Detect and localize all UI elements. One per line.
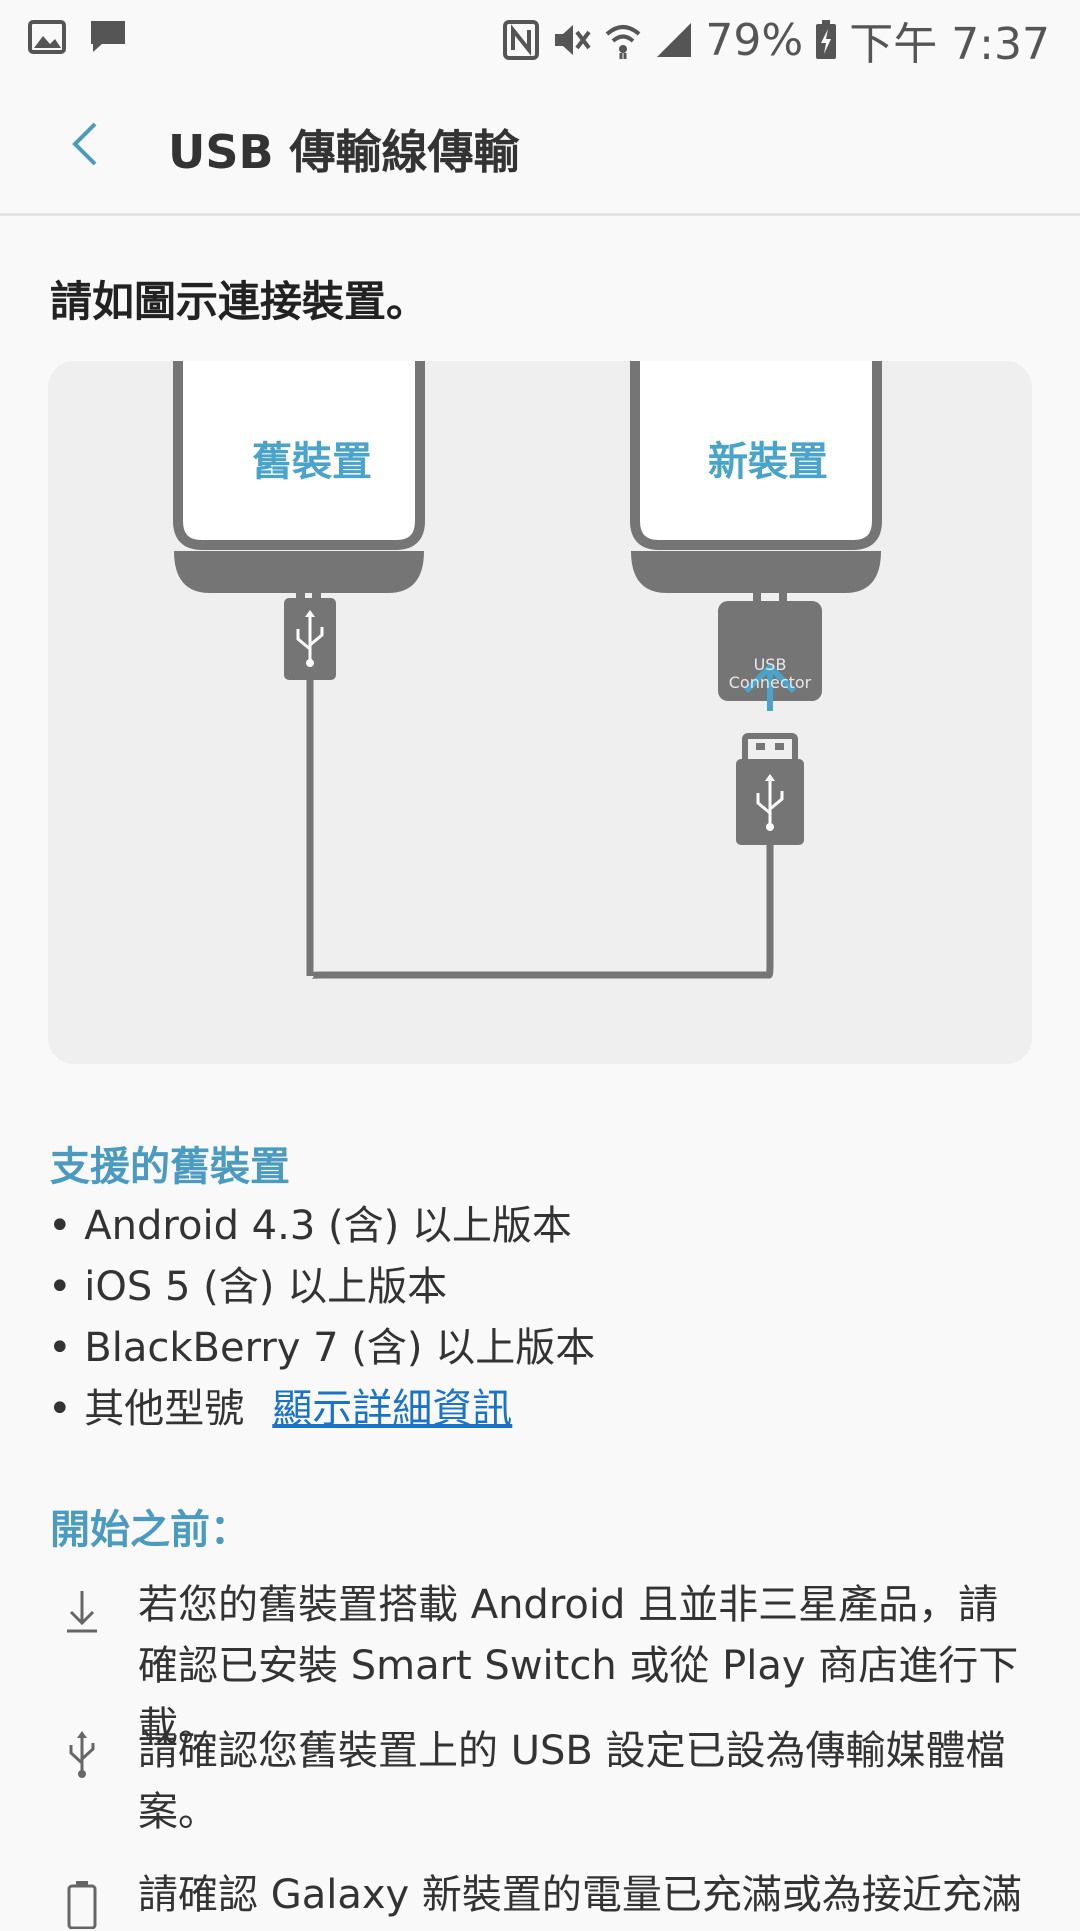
list-item: • BlackBerry 7 (含) 以上版本: [48, 1325, 596, 1371]
supported-devices-title: 支援的舊裝置: [50, 1144, 290, 1190]
list-item: • 其他型號顯示詳細資訊: [48, 1379, 1028, 1440]
battery-charging-icon: [815, 20, 837, 60]
page-title: USB 傳輸線傳輸: [168, 125, 520, 179]
tip-text: 請確認您舊裝置上的 USB 設定已設為傳輸媒體檔案。: [138, 1728, 1006, 1835]
status-time: 下午 7:37: [849, 19, 1050, 70]
tip-text: 若您的舊裝置搭載 Android 且並非三星產品，請確認已安裝 Smart Sw…: [138, 1582, 1019, 1750]
battery-percent: 79%: [705, 14, 804, 66]
old-device-shape: [173, 361, 425, 593]
before-start-title: 開始之前：: [50, 1507, 250, 1553]
show-details-link[interactable]: 顯示詳細資訊: [272, 1386, 513, 1432]
usb-connector-label: USB Connector: [728, 655, 812, 692]
message-icon: [88, 18, 128, 56]
list-item: • Android 4.3 (含) 以上版本: [48, 1203, 572, 1249]
usb-icon: [756, 774, 784, 831]
status-bar: 79% 下午 7:37: [0, 0, 1080, 78]
image-icon: [28, 20, 66, 54]
signal-icon: [655, 21, 693, 59]
old-device-label: 舊裝置: [252, 439, 372, 485]
list-item: • iOS 5 (含) 以上版本: [48, 1264, 448, 1310]
app-bar: USB 傳輸線傳輸: [0, 78, 1080, 216]
new-device-label: 新裝置: [708, 439, 828, 485]
mute-icon: [551, 20, 592, 60]
nfc-icon: [503, 20, 540, 60]
connect-instruction: 請如圖示連接裝置。: [50, 277, 429, 326]
other-models-label: • 其他型號: [48, 1386, 245, 1432]
tip-text: 請確認 Galaxy 新裝置的電量已充滿或為接近充滿: [138, 1872, 1022, 1918]
new-device-shape: [630, 361, 882, 593]
back-arrow-icon: [65, 119, 105, 173]
connection-illustration: 舊裝置 新裝置 USB Connector: [48, 361, 1032, 1064]
wifi-icon: [603, 20, 643, 60]
back-button[interactable]: [50, 106, 120, 186]
battery-icon: [62, 1879, 102, 1931]
usb-icon: [62, 1729, 102, 1781]
download-icon: [62, 1587, 102, 1639]
supported-devices-list: • Android 4.3 (含) 以上版本 • iOS 5 (含) 以上版本 …: [48, 1196, 1028, 1440]
usb-icon: [296, 610, 324, 667]
